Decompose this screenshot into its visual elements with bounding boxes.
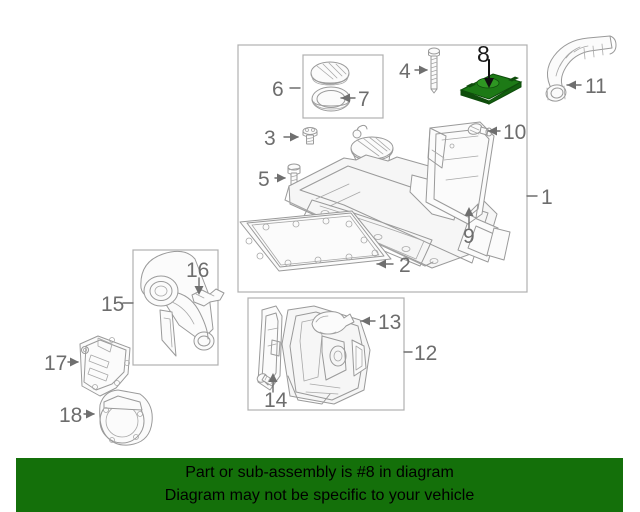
callout-7-label: 7 bbox=[358, 88, 370, 111]
callout-8: 8 bbox=[477, 41, 494, 88]
callout-16: 16 bbox=[186, 259, 209, 295]
exploded-parts-illustration: 1 2 3 4 5 6 bbox=[44, 35, 617, 446]
callout-3-label: 3 bbox=[264, 127, 276, 150]
callout-1: 1 bbox=[526, 186, 553, 209]
timing-belt-cover-box bbox=[132, 249, 219, 366]
callout-12: 12 bbox=[403, 342, 437, 365]
callout-5-label: 5 bbox=[258, 168, 270, 191]
callout-1-label: 1 bbox=[541, 186, 553, 209]
callout-15-label: 15 bbox=[101, 293, 124, 316]
callout-14-label: 14 bbox=[264, 389, 288, 412]
cover-bolt-long bbox=[428, 47, 440, 94]
callout-6-label: 6 bbox=[272, 78, 284, 101]
timing-belt-cover-upper bbox=[140, 250, 215, 357]
callout-12-label: 12 bbox=[414, 342, 437, 365]
side-cover-plate bbox=[79, 335, 131, 397]
cover-bolt-short bbox=[302, 127, 318, 145]
lower-timing-cover-box bbox=[247, 297, 405, 411]
callout-8-label: 8 bbox=[477, 41, 490, 67]
callout-5: 5 bbox=[258, 168, 286, 191]
callout-18: 18 bbox=[59, 404, 95, 427]
callout-9-label: 9 bbox=[463, 225, 475, 248]
timing-cover-group bbox=[257, 305, 371, 405]
banner-line-2: Diagram may not be specific to your vehi… bbox=[164, 487, 475, 504]
callout-3: 3 bbox=[264, 127, 299, 150]
callout-16-label: 16 bbox=[186, 259, 209, 282]
oil-filler-cap-box bbox=[302, 54, 384, 119]
valve-cover-assembly-box bbox=[237, 44, 528, 293]
oil-filler-cap-seal bbox=[311, 86, 351, 112]
callout-18-label: 18 bbox=[59, 404, 82, 427]
callout-2: 2 bbox=[376, 254, 411, 277]
part-identification-banner: Part or sub-assembly is #8 in diagram Di… bbox=[16, 458, 623, 512]
retaining-clip bbox=[311, 311, 355, 335]
crankshaft-seal-housing bbox=[99, 389, 153, 446]
banner-line-1: Part or sub-assembly is #8 in diagram bbox=[185, 464, 454, 481]
valve-cover-gasket bbox=[239, 210, 392, 272]
callout-4-label: 4 bbox=[399, 60, 411, 83]
callout-10-label: 10 bbox=[503, 121, 526, 144]
callout-17: 17 bbox=[44, 352, 79, 375]
callout-13-label: 13 bbox=[378, 311, 401, 334]
callout-11: 11 bbox=[566, 75, 607, 98]
breather-hose bbox=[545, 35, 617, 102]
callout-4: 4 bbox=[399, 60, 428, 83]
callout-15: 15 bbox=[101, 293, 134, 316]
oil-filler-cap bbox=[310, 61, 350, 86]
engine-cover-shield bbox=[425, 121, 495, 225]
cover-clip-bracket bbox=[191, 288, 225, 307]
callout-14: 14 bbox=[264, 373, 288, 412]
callout-11-label: 11 bbox=[585, 75, 607, 98]
callout-9: 9 bbox=[463, 207, 475, 248]
timing-cover-bolt bbox=[256, 373, 276, 387]
callout-10: 10 bbox=[487, 121, 526, 144]
callout-6: 6 bbox=[272, 78, 301, 101]
callout-2-label: 2 bbox=[399, 254, 411, 277]
callout-17-label: 17 bbox=[44, 352, 67, 375]
callout-7: 7 bbox=[340, 88, 370, 111]
callout-13: 13 bbox=[360, 311, 401, 334]
shield-grommet bbox=[467, 123, 493, 137]
